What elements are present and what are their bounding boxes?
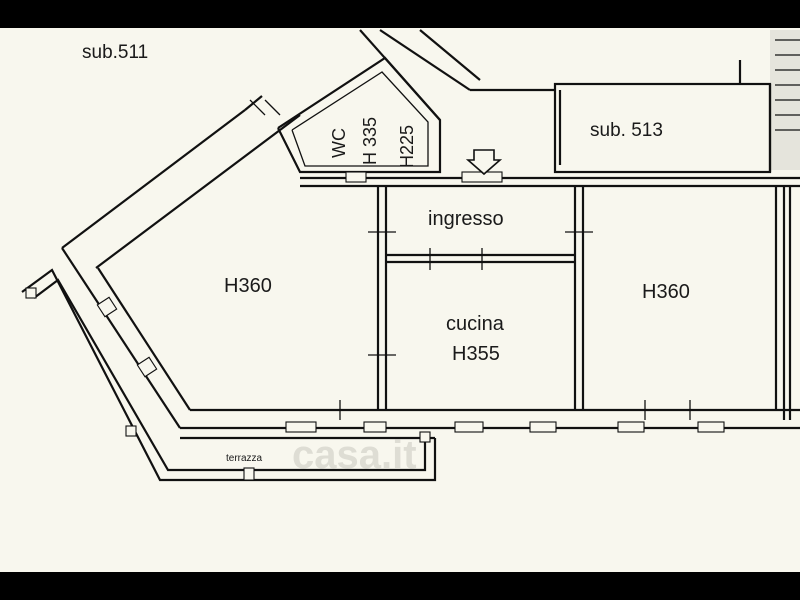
main-top-wall bbox=[300, 176, 800, 188]
bottom-facade-walls bbox=[61, 247, 800, 430]
wc-room-walls bbox=[277, 56, 442, 174]
stair-hatching bbox=[775, 39, 800, 131]
label-wc-height-1: H 335 bbox=[360, 117, 380, 165]
watermark: casa.it bbox=[292, 433, 417, 477]
label-wc-height-2: H225 bbox=[397, 125, 417, 168]
right-room-walls bbox=[774, 186, 792, 420]
label-cucina-height: H355 bbox=[452, 343, 500, 365]
label-cucina: cucina bbox=[446, 313, 505, 335]
facade-windows bbox=[96, 171, 725, 433]
entrance-arrow-icon bbox=[465, 149, 503, 176]
label-room-right: H360 bbox=[642, 281, 690, 303]
door-ticks bbox=[249, 99, 691, 420]
label-wc: WC bbox=[329, 128, 349, 158]
terrace-posts bbox=[25, 287, 431, 481]
upper-diagonal-walls bbox=[359, 29, 555, 121]
label-terrazza: terrazza bbox=[226, 453, 263, 464]
label-sub-513: sub. 513 bbox=[590, 120, 663, 141]
label-room-left: H360 bbox=[224, 275, 272, 297]
label-sub-511: sub.511 bbox=[82, 42, 148, 63]
paper-background bbox=[0, 28, 800, 572]
terrace-walls bbox=[21, 268, 437, 482]
label-ingresso: ingresso bbox=[428, 208, 504, 230]
ingresso-cucina-walls bbox=[376, 186, 585, 410]
